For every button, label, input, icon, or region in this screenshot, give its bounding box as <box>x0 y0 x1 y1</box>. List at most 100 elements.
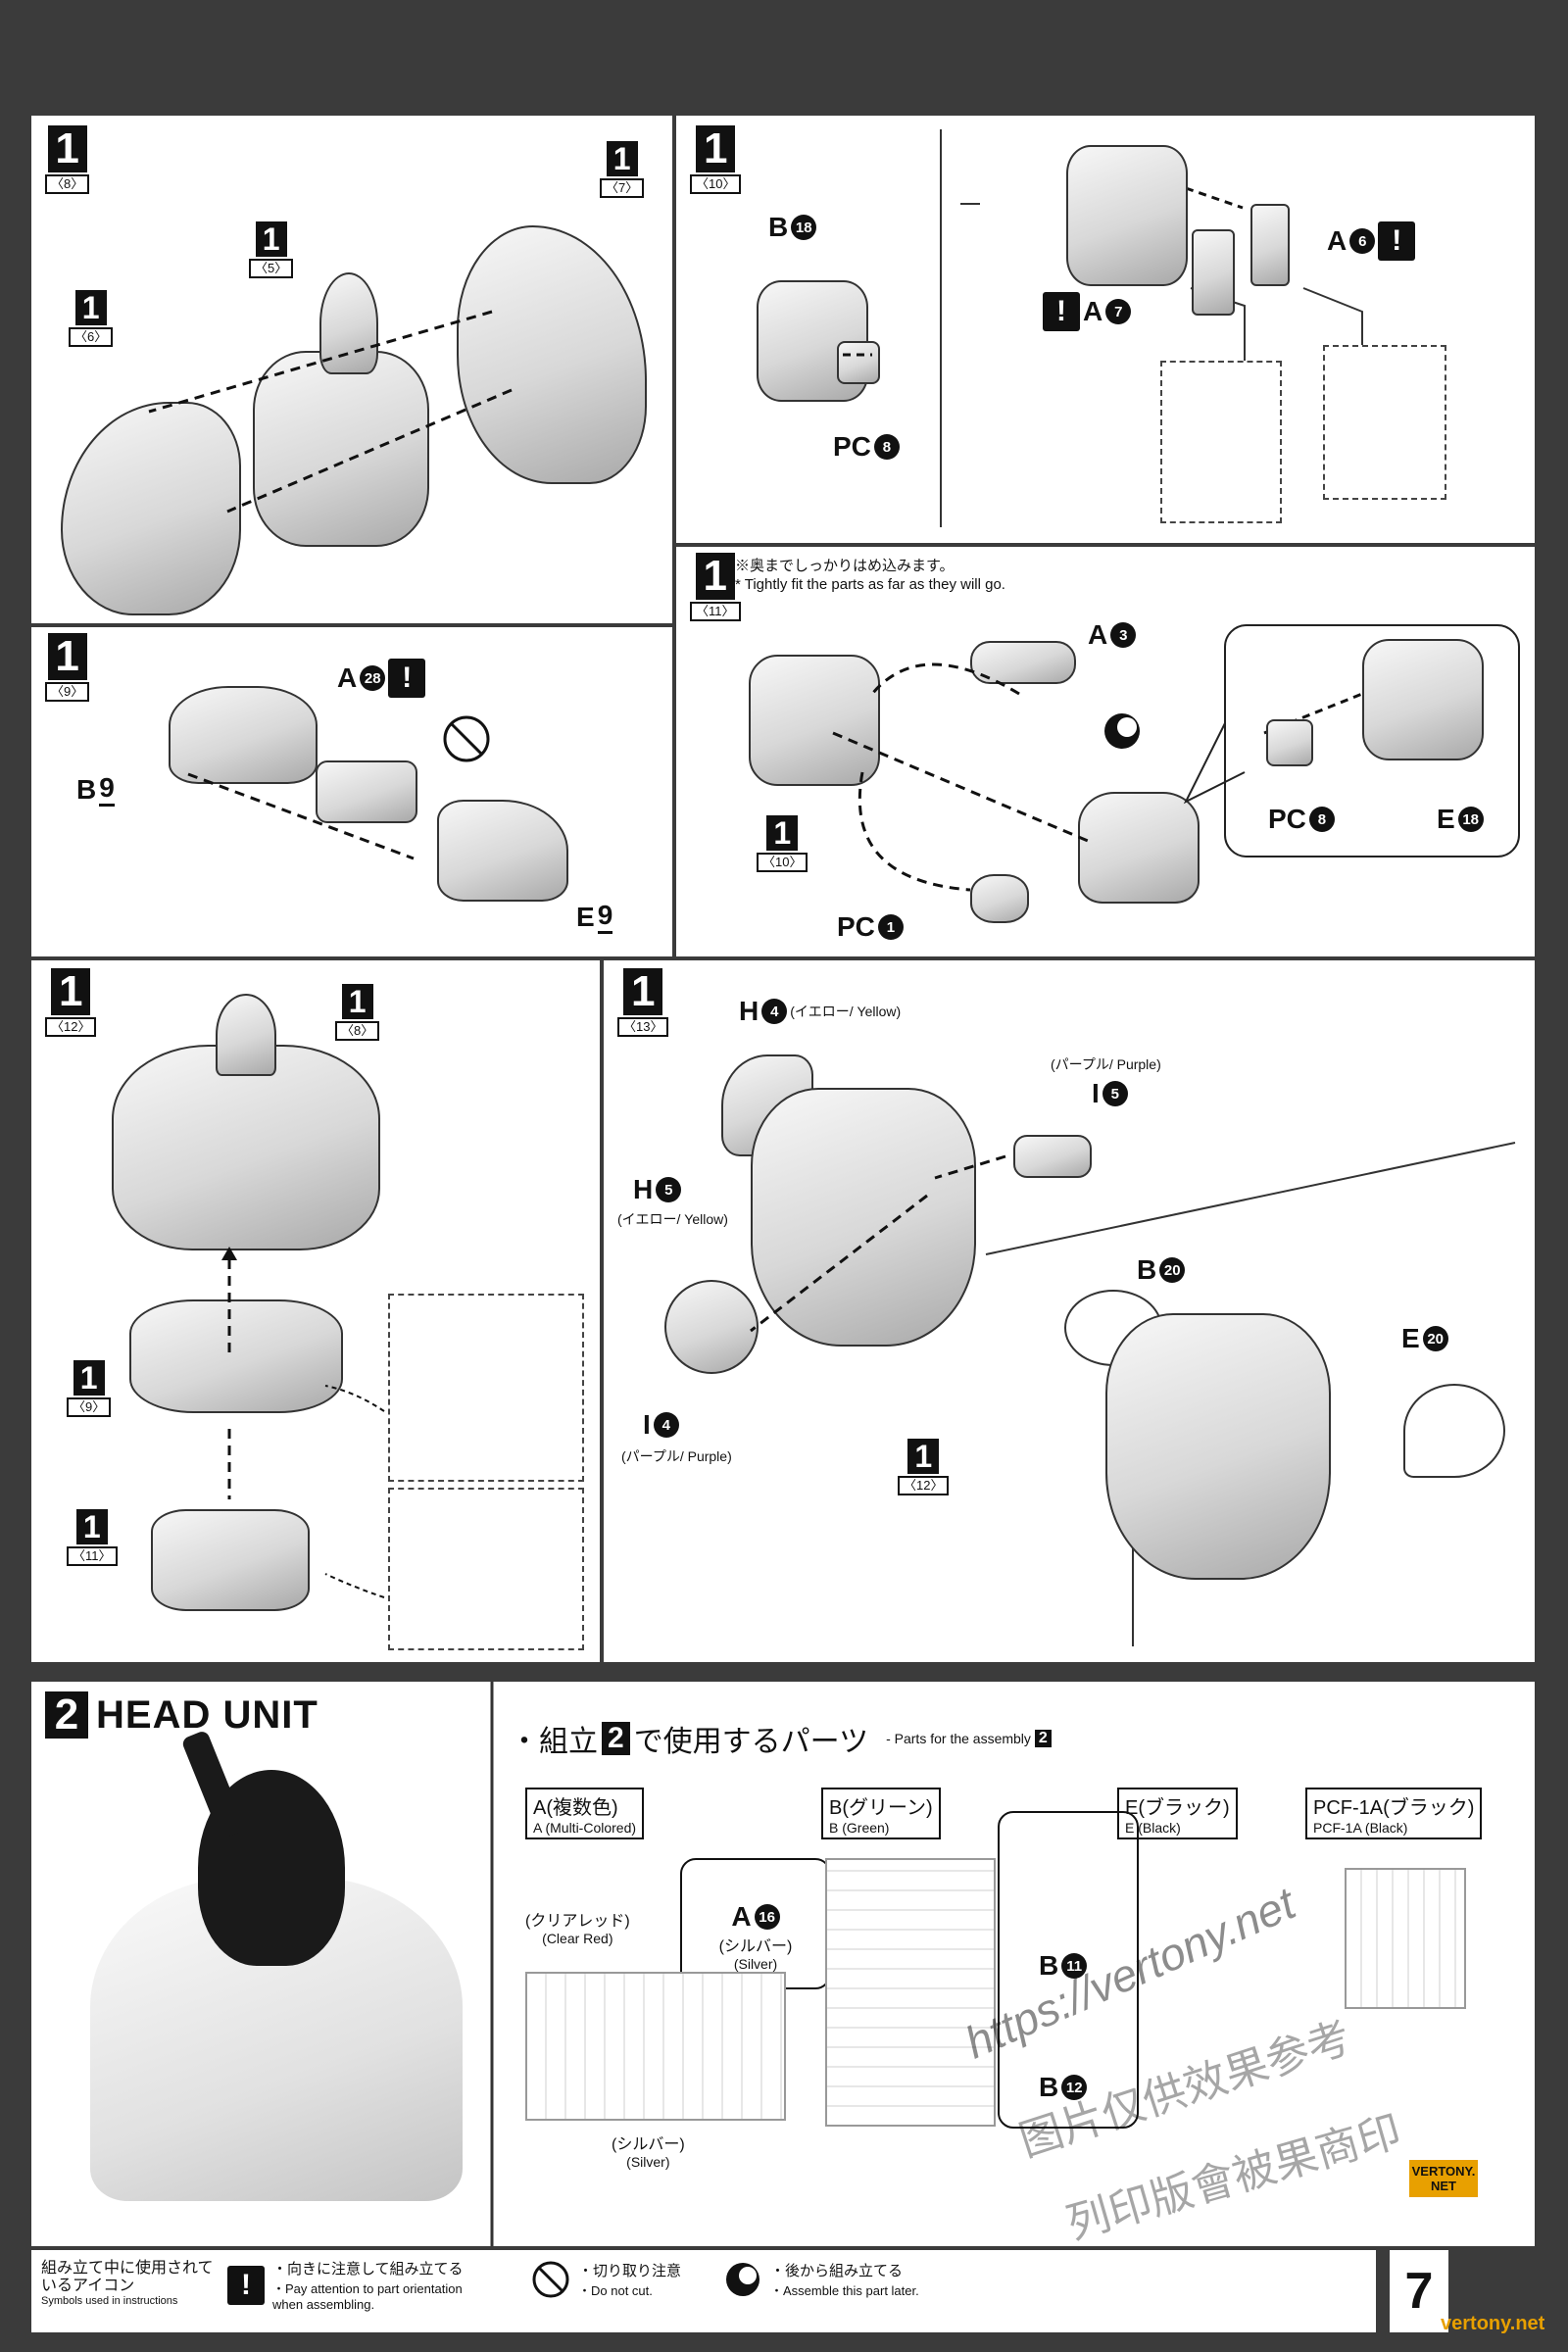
step-8-arrows <box>148 310 513 514</box>
ref-11: 1 〈11〉 <box>67 1509 118 1566</box>
ref-5: 1 〈5〉 <box>249 221 294 278</box>
assemble-later-icon <box>726 2263 760 2296</box>
lower-torso-part <box>151 1509 310 1611</box>
ref-10: 1 〈10〉 <box>757 815 808 872</box>
orientation-warning-icon: ! <box>1378 221 1416 261</box>
runner-a-header: A(複数色) A (Multi-Colored) <box>525 1788 645 1839</box>
ref-7: 1 〈7〉 <box>600 141 645 198</box>
torso-neck-part <box>216 994 276 1076</box>
step-9-badge: 1 〈9〉 <box>45 633 90 702</box>
fit-note-jp: ※奥までしっかりはめ込みます。 <box>735 558 955 574</box>
step-8-panel: 1 〈8〉 1 〈7〉 1 〈5〉 1 〈6〉 <box>31 116 672 623</box>
step-12-arrows <box>221 1247 385 1598</box>
step-8-badge: 1 〈8〉 <box>45 125 90 194</box>
runner-b-header: B(グリーン) B (Green) <box>821 1788 941 1839</box>
shoulder-cap-part <box>1078 792 1200 904</box>
do-not-cut-icon <box>443 715 490 762</box>
head-unit-header: 2 HEAD UNIT <box>45 1691 318 1739</box>
pc8-part <box>837 341 880 384</box>
runner-b-sprue <box>825 1858 996 2127</box>
a7-detail-box <box>1160 361 1282 523</box>
legend-bar: 組み立て中に使用されているアイコン Symbols used in instru… <box>31 2250 1376 2332</box>
upper-torso-part <box>112 1045 380 1250</box>
runner-silver-label: (シルバー) (Silver) <box>612 2136 685 2170</box>
i5-clip-part <box>1013 1135 1092 1178</box>
legend-item-orientation: ! ・向きに注意して組み立てる ・Pay attention to part o… <box>227 2258 478 2312</box>
pc8-detail-part <box>1266 719 1313 766</box>
step-12-badge: 1 〈12〉 <box>45 968 97 1037</box>
ref-12: 1 〈12〉 <box>898 1439 950 1495</box>
footer-watermark-url: vertony.net <box>1441 2313 1545 2334</box>
legend-item-assemble-later: ・後から組み立てる ・Assemble this part later. <box>723 2260 919 2299</box>
shoulder-joint-detail-part <box>1362 639 1484 760</box>
step-9-arrows <box>187 715 490 860</box>
h5-color-label: (イエロー/ Yellow) <box>617 1211 728 1227</box>
a6-detail-box <box>1323 345 1446 500</box>
i4-color-label: (パープル/ Purple) <box>621 1448 732 1464</box>
runner-e-header: E(ブラック) E (Black) <box>1117 1788 1238 1839</box>
runner-pcf-sprue <box>1345 1868 1466 2009</box>
orientation-warning-icon: ! <box>1043 292 1080 331</box>
legend-item-do-not-cut: ・切り取り注意 ・Do not cut. <box>531 2260 681 2299</box>
waist-detail-box <box>388 1294 584 1482</box>
head-unit-panel: 2 HEAD UNIT ・組立 2 で使用するパーツ - Parts for t… <box>31 1682 1535 2246</box>
head-unit-number: 2 <box>45 1691 88 1739</box>
b9-armor-part <box>169 686 318 784</box>
a6-part <box>1250 204 1290 286</box>
step-12-panel: 1 〈12〉 1 〈8〉 1 〈9〉 1 〈11〉 <box>31 960 600 1662</box>
neck-joint-part <box>319 272 378 374</box>
i5-color-label: (パープル/ Purple) <box>1051 1056 1161 1072</box>
torso-with-shoulder-part <box>1105 1313 1331 1580</box>
runner-clear-red-label: (クリアレッド) (Clear Red) <box>525 1913 630 1946</box>
waist-part <box>129 1299 343 1413</box>
fit-note-en: * Tightly fit the parts as far as they w… <box>735 576 1005 593</box>
ref-9: 1 〈9〉 <box>67 1360 112 1417</box>
runner-a-sprue <box>525 1972 786 2121</box>
head-unit-title: HEAD UNIT <box>96 1692 318 1737</box>
parts-title: ・組立 2 で使用するパーツ - Parts for the assembly … <box>510 1717 1052 1760</box>
do-not-cut-icon <box>532 2261 569 2298</box>
e9-armor-part <box>437 800 568 902</box>
lower-torso-detail-box <box>388 1488 584 1650</box>
shoulder-frame-part <box>1066 145 1188 286</box>
step-11-badge: 1 〈11〉 <box>690 553 741 621</box>
a28-bracket-part <box>316 760 417 823</box>
pc1-part <box>970 874 1029 923</box>
step-13-badge: 1 〈13〉 <box>617 968 669 1037</box>
step-10-badge: 1 〈10〉 <box>690 125 742 194</box>
watermark-badge: VERTONY.NET <box>1409 2160 1478 2197</box>
runner-pcf-header: PCF-1A(ブラック) PCF-1A (Black) <box>1305 1788 1483 1839</box>
a7-part <box>1192 229 1235 316</box>
step-11-panel: 1 〈11〉 ※奥までしっかりはめ込みます。 * Tightly fit the… <box>676 547 1535 956</box>
e20-cover-part <box>1403 1384 1505 1478</box>
i4-ring-part <box>664 1280 759 1374</box>
ref-8: 1 〈8〉 <box>335 984 380 1041</box>
shoulder-assembly-part <box>749 655 880 786</box>
orientation-warning-icon: ! <box>227 2265 265 2305</box>
torso-core-part <box>253 351 429 547</box>
legend-title: 組み立て中に使用されているアイコン Symbols used in instru… <box>41 2260 214 2307</box>
ref-6: 1 〈6〉 <box>69 290 114 347</box>
